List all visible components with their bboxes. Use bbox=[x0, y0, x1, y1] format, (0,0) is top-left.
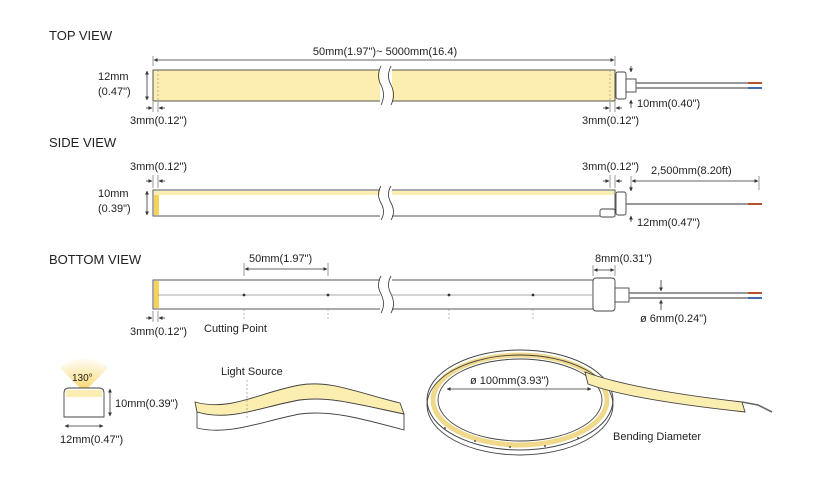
bottom-end-cap bbox=[592, 277, 616, 312]
strip-side-surface bbox=[196, 398, 405, 431]
break-mark-right bbox=[388, 65, 394, 106]
pitch-label: 50mm(1.97") bbox=[249, 253, 312, 265]
light-source-illustration: Light Source bbox=[194, 366, 405, 431]
side-view-heading: SIDE VIEW bbox=[49, 135, 117, 150]
strip-bottom-body bbox=[152, 279, 594, 310]
side-end-left-label: 3mm(0.12") bbox=[130, 161, 187, 173]
top-connector bbox=[615, 71, 627, 100]
height-label: 10mm bbox=[98, 188, 129, 200]
length-label: 50mm(1.97")~ 5000mm(16.4) bbox=[313, 46, 457, 58]
bottom-view: BOTTOM VIEW 50mm(1.97") 8mm(0.31") bbox=[49, 252, 762, 338]
bending-illustration: ø 100mm(3.93") Bending Diameter bbox=[426, 349, 773, 456]
break-gap bbox=[380, 66, 392, 105]
bend-diameter-label: ø 100mm(3.93") bbox=[470, 375, 549, 387]
cable-length-label: 2,500mm(8.20ft) bbox=[651, 165, 732, 177]
side-end-right-label: 3mm(0.12") bbox=[582, 161, 639, 173]
width-label: 12mm bbox=[98, 71, 129, 83]
bottom-connector bbox=[614, 287, 630, 303]
top-end-left-label: 3mm(0.12") bbox=[130, 115, 187, 127]
side-clip bbox=[599, 208, 616, 218]
top-connector-label: 10mm(0.40") bbox=[637, 98, 700, 110]
side-connector-label: 12mm(0.47") bbox=[637, 217, 700, 229]
height-inch-label: (0.39") bbox=[98, 203, 131, 215]
light-source-label: Light Source bbox=[221, 366, 283, 378]
top-view-heading: TOP VIEW bbox=[49, 28, 113, 43]
profile-height-label: 10mm(0.39") bbox=[115, 398, 178, 410]
strip-lead bbox=[584, 371, 746, 413]
cutting-points bbox=[242, 293, 535, 321]
coil-outer bbox=[426, 349, 614, 451]
bending-label: Bending Diameter bbox=[613, 431, 701, 443]
cross-section: 130° 10mm(0.39") 12mm(0.47") bbox=[60, 358, 178, 446]
profile-width-label: 12mm(0.47") bbox=[60, 434, 123, 446]
top-end-right-label: 3mm(0.12") bbox=[582, 115, 639, 127]
beam-angle-label: 130° bbox=[72, 373, 93, 384]
cable-diameter-label: ø 6mm(0.24") bbox=[640, 313, 707, 325]
end-cap-label: 8mm(0.31") bbox=[595, 253, 652, 265]
beam-angle-glow bbox=[60, 358, 108, 392]
top-view: TOP VIEW 50mm(1.97")~ 5000mm(16.4) 12mm … bbox=[49, 28, 762, 127]
side-view: SIDE VIEW 3mm(0.12") 3mm(0.12") 2,500mm(… bbox=[49, 135, 762, 229]
width-inch-label: (0.47") bbox=[98, 86, 131, 98]
side-connector bbox=[615, 191, 627, 216]
break-mark-left bbox=[378, 65, 384, 106]
bottom-view-heading: BOTTOM VIEW bbox=[49, 252, 142, 267]
bottom-end-left-label: 3mm(0.12") bbox=[130, 326, 187, 338]
top-connector-boot bbox=[625, 78, 637, 93]
cutting-point-label: Cutting Point bbox=[204, 323, 267, 335]
